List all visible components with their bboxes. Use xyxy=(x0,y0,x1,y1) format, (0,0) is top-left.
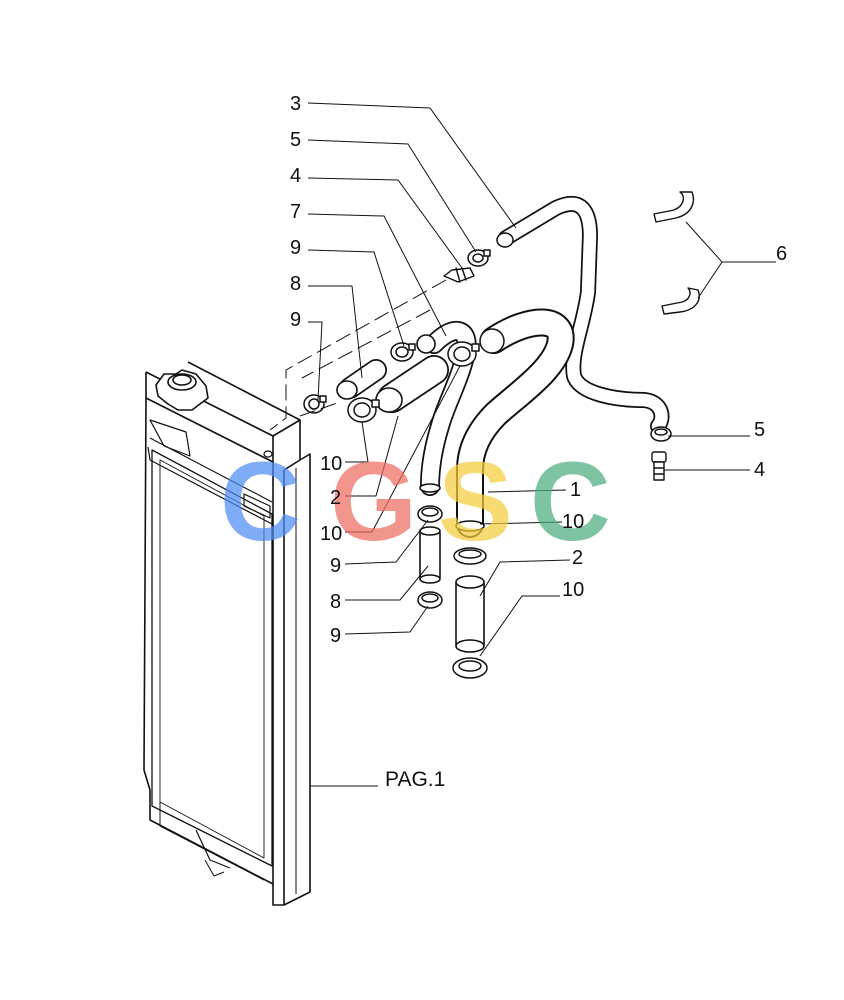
radiator-cap xyxy=(155,369,209,411)
watermark-letter-g: G xyxy=(330,439,417,564)
callout-9: 9 xyxy=(330,555,341,577)
callout-9: 9 xyxy=(330,625,341,647)
watermark: C G S C xyxy=(220,439,611,564)
page-reference: PAG.1 xyxy=(385,768,445,791)
upper-hose xyxy=(455,308,575,538)
callout-1: 1 xyxy=(570,479,581,501)
fitting-4-lower xyxy=(651,451,667,481)
callout-10: 10 xyxy=(562,511,584,533)
short-hose-8-upper xyxy=(336,359,387,400)
clamp xyxy=(650,426,672,442)
radiator xyxy=(143,361,311,906)
clamp xyxy=(390,342,416,362)
callout-9: 9 xyxy=(290,309,301,331)
leader-lines xyxy=(307,102,776,787)
dashed-centerlines xyxy=(269,279,447,431)
watermark-letter-c2: C xyxy=(530,439,611,564)
clamp xyxy=(417,591,443,609)
clamp xyxy=(467,249,491,267)
watermark-letter-c1: C xyxy=(220,439,301,564)
callout-10: 10 xyxy=(320,453,342,475)
callout-3: 3 xyxy=(290,93,301,115)
fitting-4-upper xyxy=(443,267,475,283)
bracket-6-upper xyxy=(653,191,695,223)
clamp xyxy=(447,341,480,367)
callout-4: 4 xyxy=(290,165,301,187)
clamp xyxy=(417,505,443,523)
callout-5: 5 xyxy=(754,419,765,441)
clamp xyxy=(452,657,488,679)
callout-2: 2 xyxy=(330,487,341,509)
callout-2: 2 xyxy=(572,547,583,569)
callout-10: 10 xyxy=(562,579,584,601)
hose-2-upper xyxy=(375,355,449,413)
callout-8: 8 xyxy=(330,591,341,613)
callout-4: 4 xyxy=(754,459,765,481)
parts xyxy=(303,191,700,679)
callout-10: 10 xyxy=(320,523,342,545)
bypass-hose xyxy=(496,195,670,434)
clamp xyxy=(303,394,327,414)
callout-6: 6 xyxy=(776,243,787,265)
upper-hose-left xyxy=(416,321,477,496)
bracket-6-lower xyxy=(661,287,700,315)
callout-labels: 3 5 4 7 9 8 9 10 2 10 9 8 9 6 5 4 1 10 2… xyxy=(290,93,787,791)
clamp xyxy=(453,547,487,565)
watermark-letter-s: S xyxy=(438,439,513,564)
callout-8: 8 xyxy=(290,273,301,295)
callout-7: 7 xyxy=(290,201,301,223)
hose-clamps xyxy=(303,249,672,679)
short-hose-8-lower xyxy=(419,526,441,584)
hose-2-lower xyxy=(455,575,485,653)
callout-5: 5 xyxy=(290,129,301,151)
clamp xyxy=(347,397,380,423)
callout-9: 9 xyxy=(290,237,301,259)
